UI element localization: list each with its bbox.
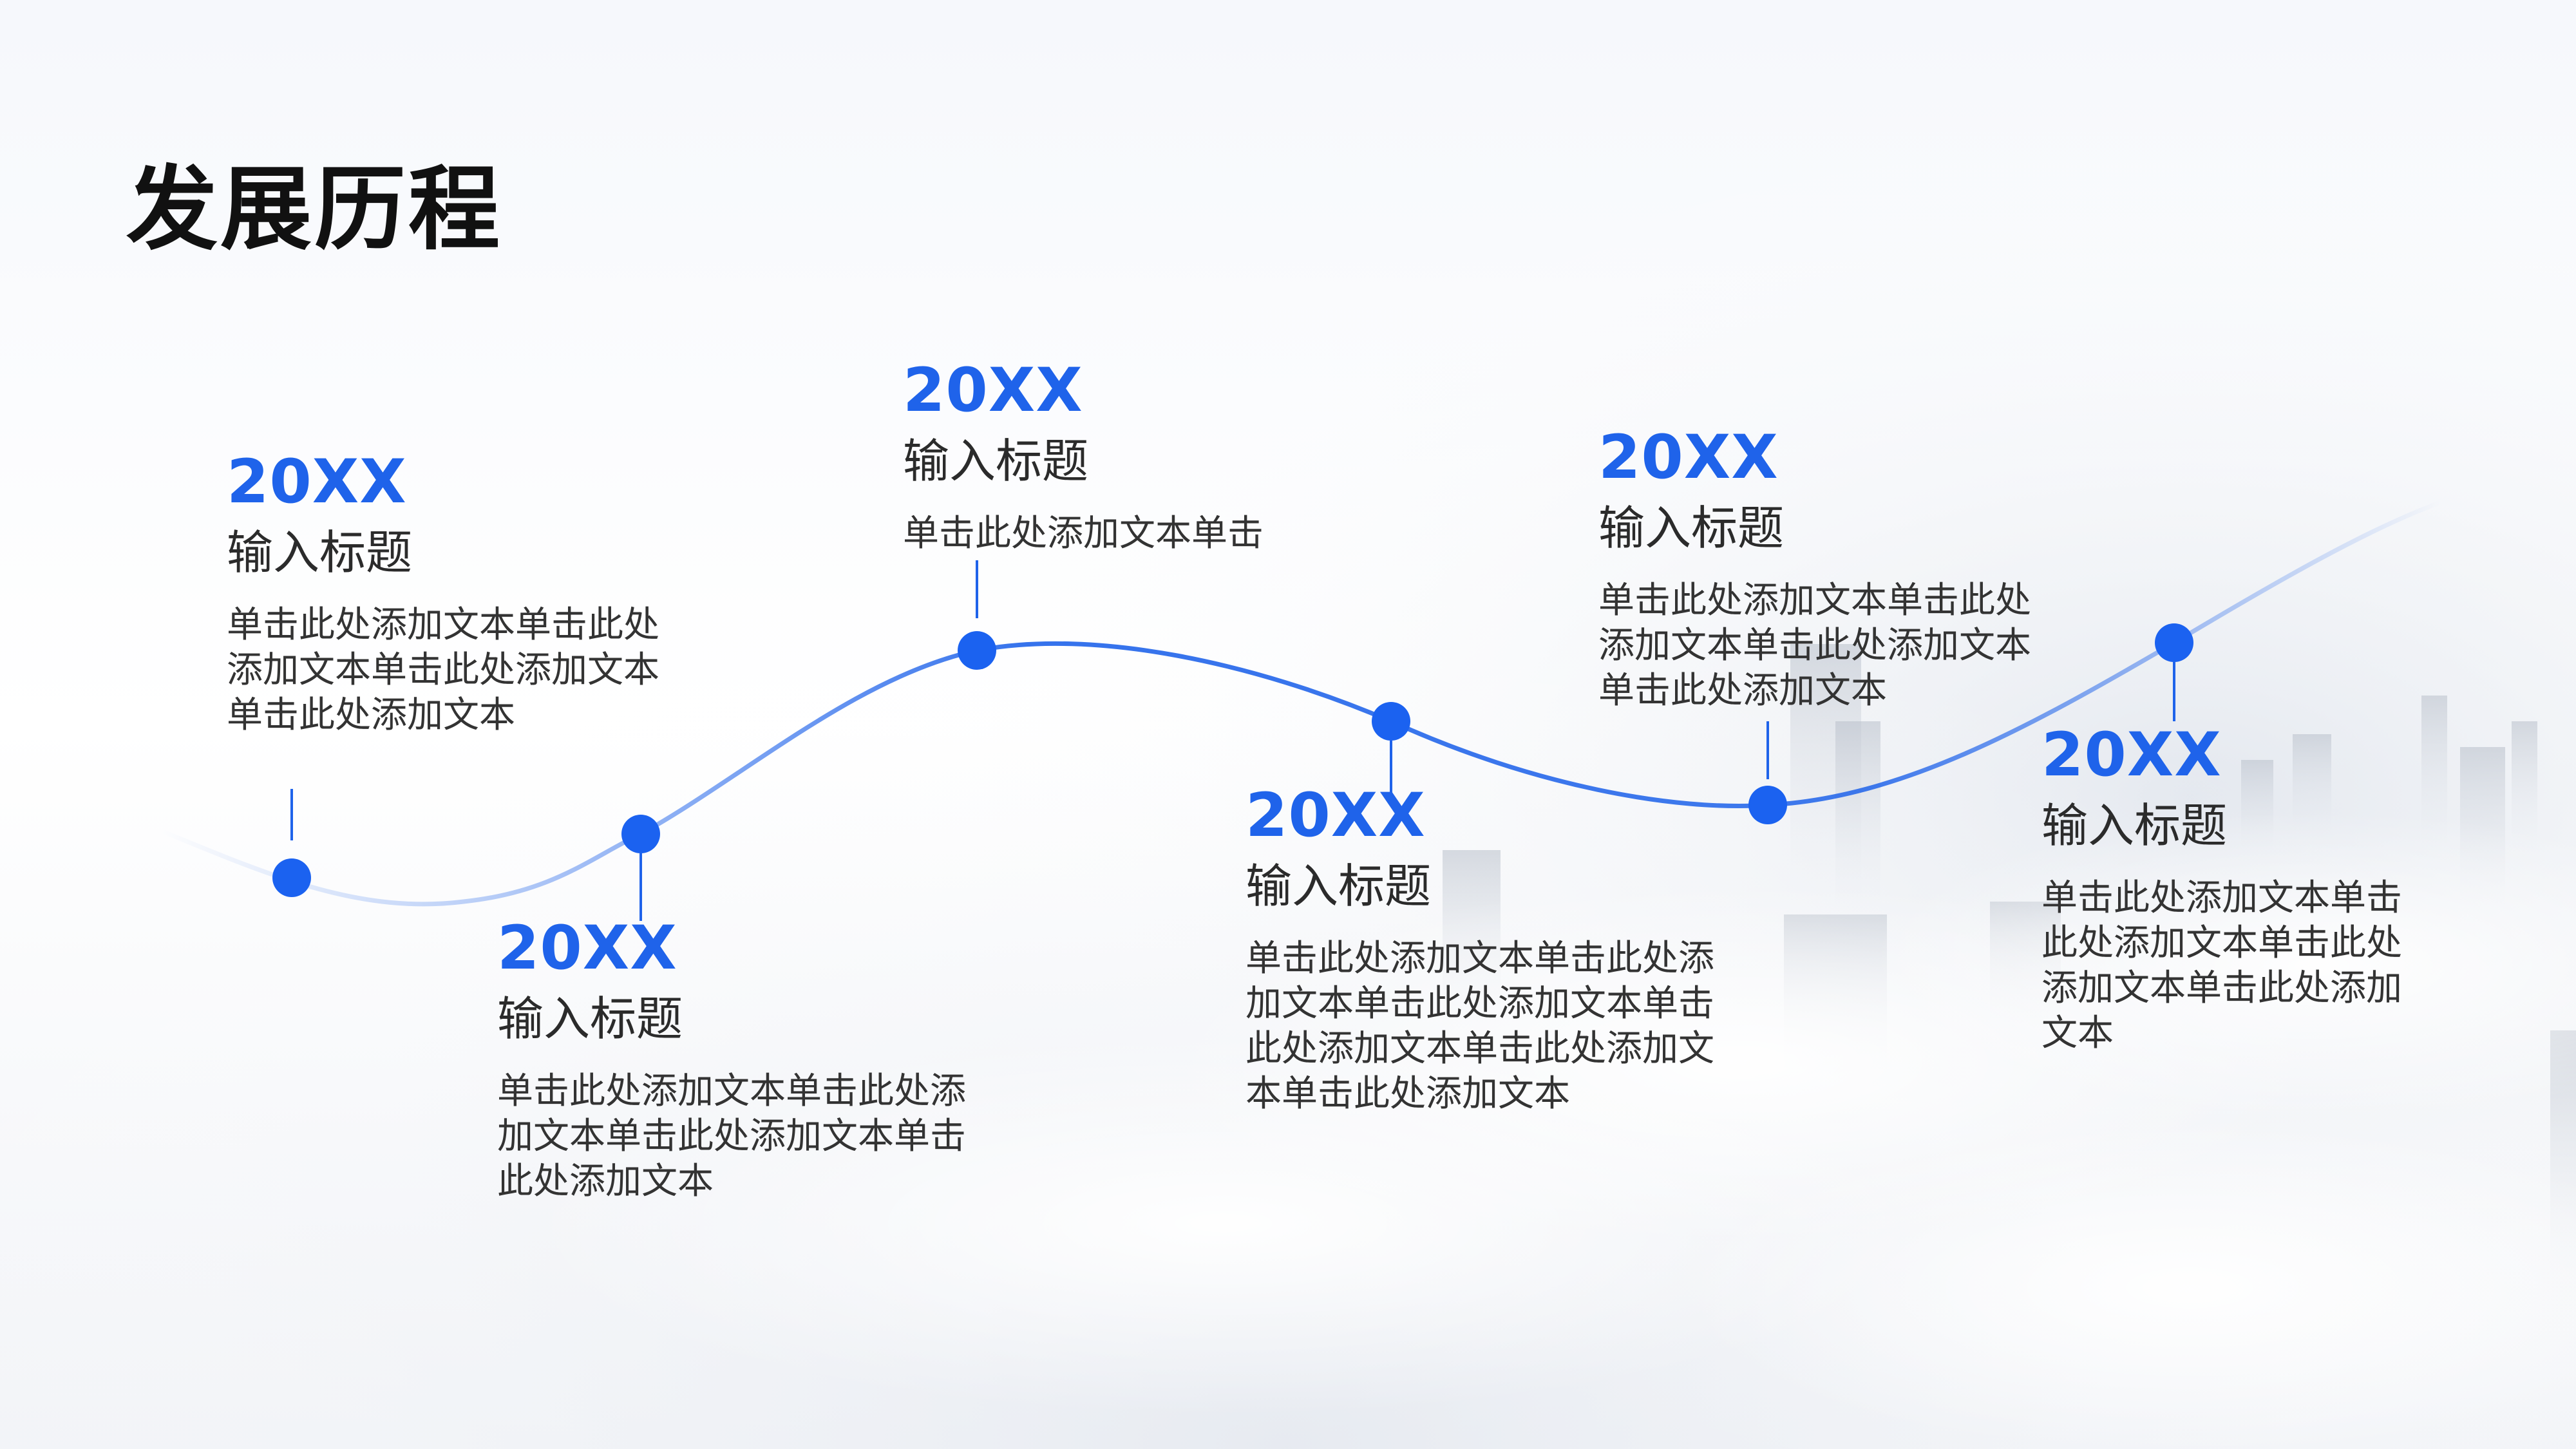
timeline-path: [158, 500, 2443, 907]
timeline-node: [272, 858, 311, 897]
milestone-2: 20XX 输入标题 单击此处添加文本单击此处添 加文本单击此处添加文本单击 此处…: [497, 918, 966, 1204]
milestone-3: 20XX 输入标题 单击此处添加文本单击: [903, 361, 1264, 556]
milestone-title: 输入标题: [903, 434, 1089, 488]
milestone-4: 20XX 输入标题 单击此处添加文本单击此处添 加文本单击此处添加文本单击 此处…: [1245, 786, 1714, 1117]
milestone-year: 20XX: [903, 355, 1083, 426]
milestone-title: 输入标题: [1245, 859, 1432, 913]
description-line: 加文本单击此处添加文本单击: [1245, 983, 1714, 1025]
description-line: 单击此处添加文本: [227, 694, 515, 736]
milestone-description: 单击此处添加文本单击此处 添加文本单击此处添加文本 单击此处添加文本: [227, 603, 659, 738]
milestone-description: 单击此处添加文本单击此处添 加文本单击此处添加文本单击 此处添加文本单击此处添加…: [1245, 936, 1714, 1117]
milestone-5: 20XX 输入标题 单击此处添加文本单击此处 添加文本单击此处添加文本 单击此处…: [1598, 428, 2031, 714]
description-line: 单击此处添加文本单击此处: [227, 604, 659, 646]
milestone-year: 20XX: [1598, 422, 1779, 493]
milestone-6: 20XX 输入标题 单击此处添加文本单击 此处添加文本单击此处 添加文本单击此处…: [2041, 725, 2402, 1056]
timeline-node: [1748, 786, 1787, 824]
milestone-title: 输入标题: [1598, 501, 1785, 555]
milestone-title: 输入标题: [227, 526, 413, 580]
timeline-nodes: [272, 560, 2193, 921]
milestone-description: 单击此处添加文本单击: [903, 511, 1264, 556]
milestone-year: 20XX: [2041, 720, 2222, 790]
milestone-year: 20XX: [1245, 781, 1426, 851]
description-line: 单击此处添加文本单击此处添: [1245, 938, 1714, 980]
timeline-node: [1372, 702, 1410, 741]
description-line: 此处添加文本: [497, 1160, 714, 1202]
page-title: 发展历程: [126, 156, 502, 263]
description-line: 添加文本单击此处添加文本: [227, 649, 659, 691]
timeline-node: [621, 815, 660, 853]
milestone-description: 单击此处添加文本单击此处 添加文本单击此处添加文本 单击此处添加文本: [1598, 578, 2031, 714]
milestone-title: 输入标题: [2041, 799, 2228, 853]
description-line: 文本: [2041, 1012, 2114, 1054]
description-line: 加文本单击此处添加文本单击: [497, 1115, 966, 1157]
milestone-description: 单击此处添加文本单击 此处添加文本单击此处 添加文本单击此处添加 文本: [2041, 876, 2402, 1056]
milestone-description: 单击此处添加文本单击此处添 加文本单击此处添加文本单击 此处添加文本: [497, 1069, 966, 1204]
description-line: 添加文本单击此处添加: [2041, 967, 2402, 1009]
description-line: 此处添加文本单击此处添加文: [1245, 1028, 1714, 1070]
timeline-node: [2155, 623, 2193, 662]
milestone-year: 20XX: [227, 447, 407, 517]
description-line: 本单击此处添加文本: [1245, 1073, 1570, 1115]
timeline-node: [958, 631, 996, 670]
description-line: 添加文本单击此处添加文本: [1598, 625, 2031, 667]
description-line: 单击此处添加文本单击此处添: [497, 1070, 966, 1112]
milestone-title: 输入标题: [497, 992, 683, 1046]
milestone-year: 20XX: [497, 913, 677, 983]
milestone-1: 20XX 输入标题 单击此处添加文本单击此处 添加文本单击此处添加文本 单击此处…: [227, 452, 659, 738]
description-line: 此处添加文本单击此处: [2041, 922, 2402, 964]
description-line: 单击此处添加文本单击: [2041, 877, 2402, 919]
description-line: 单击此处添加文本: [1598, 670, 1887, 712]
description-line: 单击此处添加文本单击此处: [1598, 580, 2031, 621]
description-line: 单击此处添加文本单击: [903, 513, 1264, 554]
